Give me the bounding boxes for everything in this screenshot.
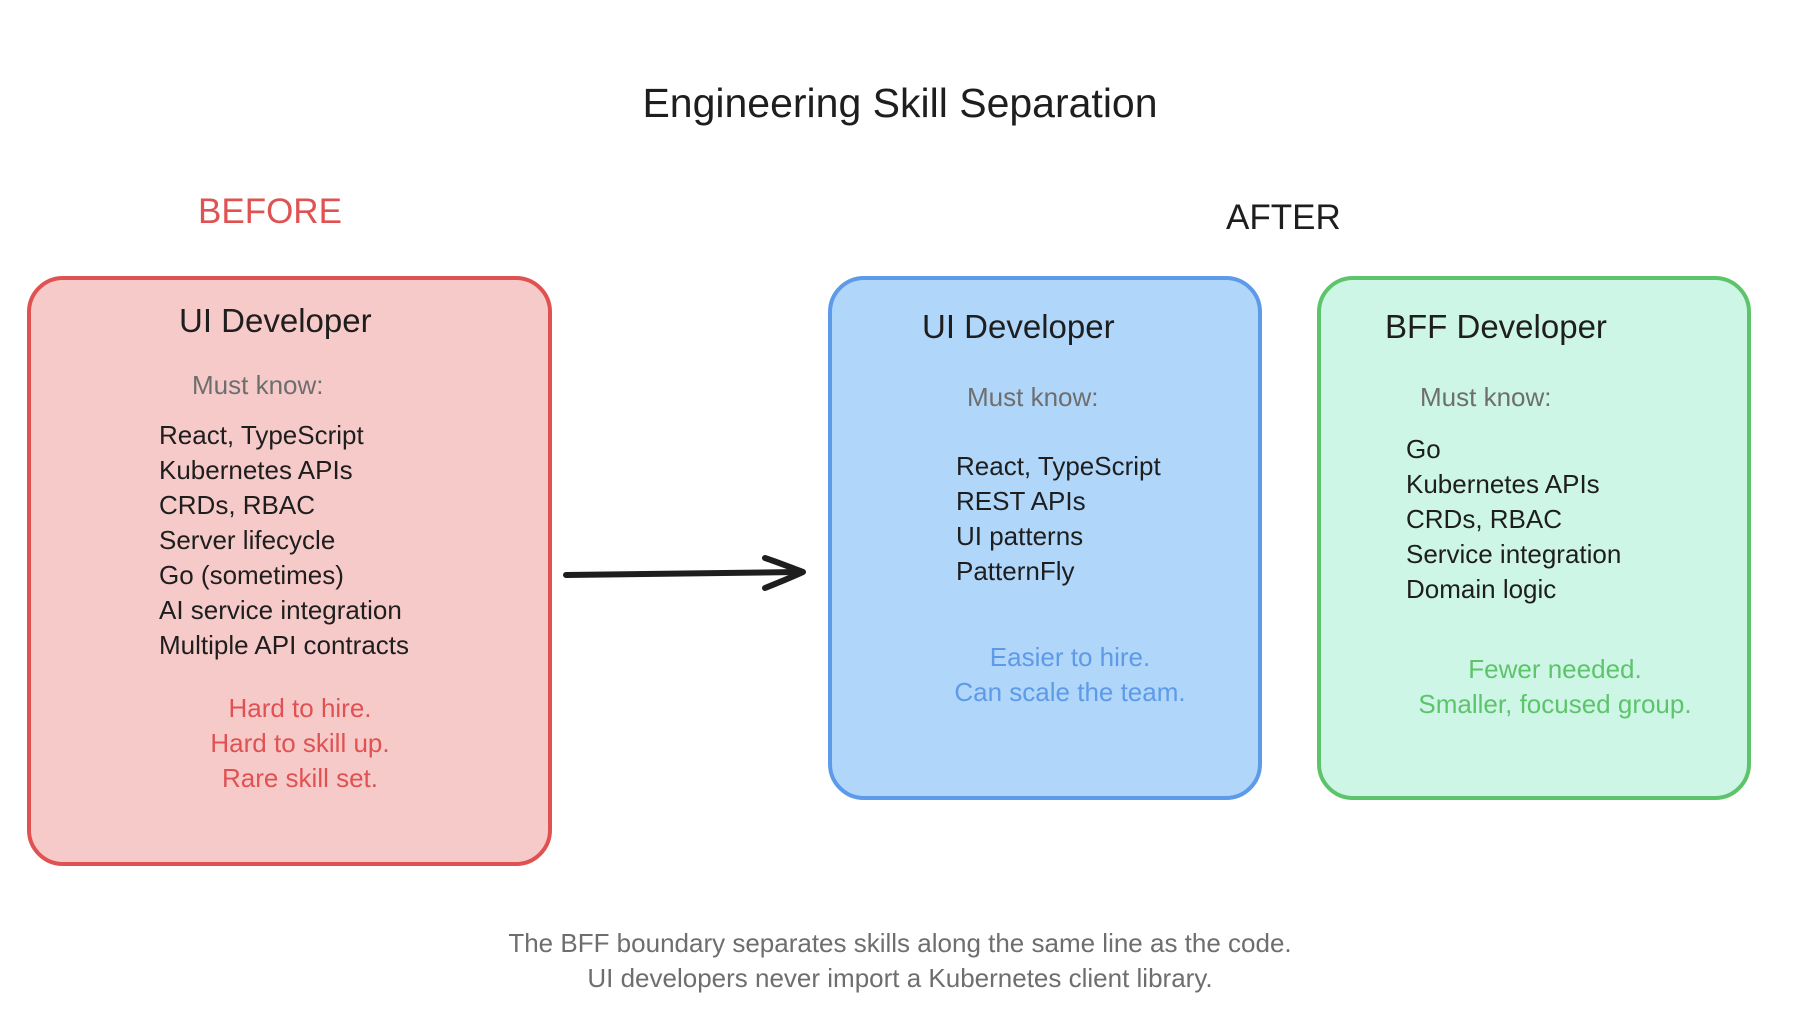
before-ui-developer-card [27, 276, 552, 866]
before-must-know-label: Must know: [192, 370, 324, 400]
footer-line: The BFF boundary separates skills along … [508, 928, 1292, 958]
skill-item: Service integration [1406, 539, 1622, 569]
skill-item: AI service integration [159, 595, 402, 625]
after-bff-developer-title: BFF Developer [1385, 308, 1607, 345]
note-line: Hard to hire. [228, 693, 372, 723]
after-label: AFTER [1226, 198, 1341, 237]
before-ui-developer-title: UI Developer [179, 302, 372, 339]
after-ui-notes: Easier to hire. Can scale the team. [918, 640, 1222, 710]
footer-caption: The BFF boundary separates skills along … [0, 926, 1800, 996]
after-ui-skills-list: React, TypeScript REST APIs UI patterns … [956, 449, 1161, 589]
skill-item: Kubernetes APIs [159, 455, 353, 485]
skill-item: React, TypeScript [956, 451, 1161, 481]
note-line: Easier to hire. [989, 642, 1151, 672]
note-line: Rare skill set. [221, 763, 379, 793]
note-line: Fewer needed. [1468, 654, 1642, 684]
after-bff-must-know-label: Must know: [1420, 382, 1552, 412]
after-ui-must-know-label: Must know: [967, 382, 1099, 412]
before-notes: Hard to hire. Hard to skill up. Rare ski… [160, 691, 440, 796]
skill-item: Kubernetes APIs [1406, 469, 1600, 499]
note-line: Smaller, focused group. [1418, 689, 1692, 719]
skill-item: Go [1406, 434, 1441, 464]
skill-item: CRDs, RBAC [1406, 504, 1563, 534]
skill-item: PatternFly [956, 556, 1075, 586]
note-line: Can scale the team. [954, 677, 1186, 707]
skill-item: Go (sometimes) [159, 560, 344, 590]
skill-item: Multiple API contracts [159, 630, 409, 660]
skill-item: React, TypeScript [159, 420, 364, 450]
before-skills-list: React, TypeScript Kubernetes APIs CRDs, … [159, 418, 409, 663]
skill-item: Domain logic [1406, 574, 1557, 604]
note-line: Hard to skill up. [210, 728, 390, 758]
footer-line: UI developers never import a Kubernetes … [587, 963, 1213, 993]
before-label: BEFORE [198, 192, 342, 231]
after-bff-notes: Fewer needed. Smaller, focused group. [1390, 652, 1720, 722]
after-ui-developer-card [828, 276, 1262, 800]
arrow-right-icon [563, 555, 806, 591]
skill-item: Server lifecycle [159, 525, 336, 555]
after-bff-skills-list: Go Kubernetes APIs CRDs, RBAC Service in… [1406, 432, 1621, 607]
diagram-title: Engineering Skill Separation [642, 80, 1158, 126]
skill-item: UI patterns [956, 521, 1084, 551]
after-ui-developer-title: UI Developer [922, 308, 1115, 345]
after-bff-developer-card [1317, 276, 1751, 800]
skill-item: REST APIs [956, 486, 1086, 516]
skill-item: CRDs, RBAC [159, 490, 316, 520]
